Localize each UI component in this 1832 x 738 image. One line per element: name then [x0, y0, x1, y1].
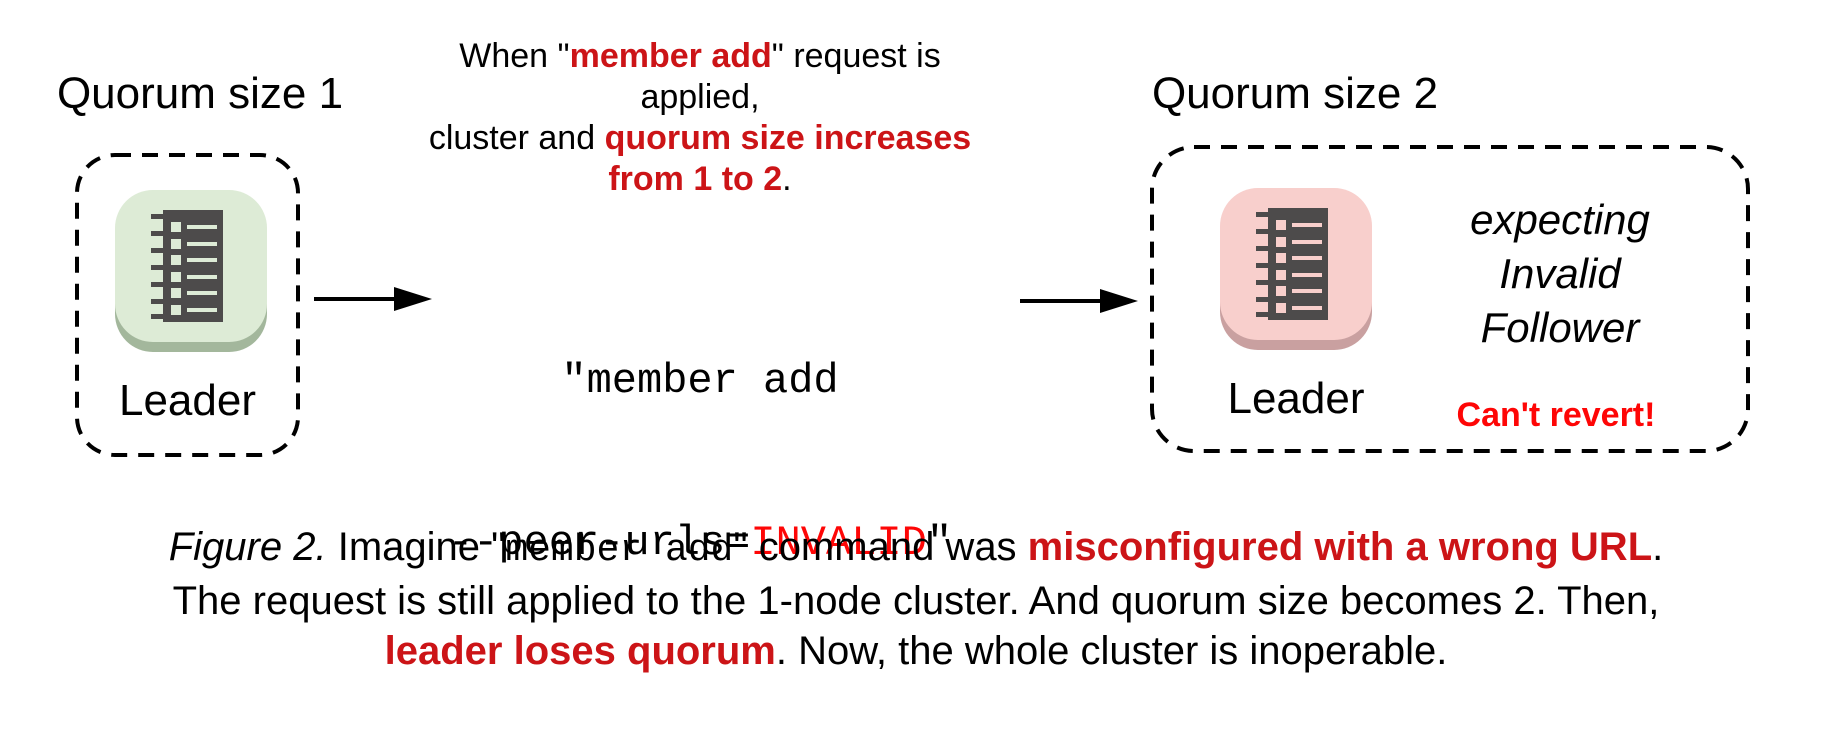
arrow-right-icon — [314, 287, 432, 311]
command-flag: --peer-urls= — [447, 519, 751, 567]
command-line1: "member add — [561, 357, 839, 405]
figure-label: Figure 2. — [168, 525, 327, 569]
transition-note-line3: from 1 to 2. — [400, 159, 1000, 200]
caption-highlight: leader loses quorum — [384, 629, 776, 673]
note-text: cluster and — [428, 119, 605, 157]
note-text: When " — [459, 37, 570, 75]
expecting-line: Invalid — [1499, 250, 1621, 297]
command-invalid-value: INVALID — [750, 519, 927, 567]
figure-caption: Figure 2. Imagine "member add" command w… — [0, 522, 1832, 676]
note-highlight: member add — [569, 37, 772, 75]
note-text: " request is applied, — [640, 37, 941, 116]
caption-text: . — [1652, 525, 1664, 569]
caption-line3: leader loses quorum. Now, the whole clus… — [0, 626, 1832, 676]
note-text: . — [782, 160, 792, 198]
transition-note-line2: cluster and quorum size increases — [400, 118, 1000, 159]
transition-note: When "member add" request is applied, cl… — [400, 36, 1000, 200]
left-leader-label: Leader — [118, 376, 256, 425]
arrow-right-icon — [1020, 289, 1138, 313]
left-quorum-title: Quorum size 1 — [56, 69, 344, 118]
caption-line1: Figure 2. Imagine "member add" command w… — [0, 522, 1832, 576]
expecting-line: expecting — [1470, 196, 1650, 243]
expecting-line: Follower — [1480, 304, 1640, 351]
caption-text: . Now, the whole cluster is inoperable. — [775, 629, 1448, 673]
caption-code: member add — [505, 529, 734, 572]
server-icon — [1220, 188, 1372, 350]
server-icon — [115, 190, 267, 352]
caption-highlight: misconfigured with a wrong URL — [1027, 525, 1653, 569]
right-leader-label: Leader — [1227, 374, 1365, 423]
caption-text: Imagine " — [326, 525, 506, 569]
member-add-command: "member add --peer-urls=INVALID" — [400, 246, 1000, 678]
expecting-follower-note: expecting Invalid Follower — [1450, 193, 1670, 355]
note-highlight: quorum size increases — [604, 119, 972, 157]
transition-note-line1: When "member add" request is applied, — [400, 36, 1000, 118]
dashed-border — [1150, 145, 1750, 453]
left-cluster-box: Leader — [75, 153, 300, 457]
caption-line2: The request is still applied to the 1-no… — [172, 579, 1660, 623]
cant-revert-warning: Can't revert! — [1456, 396, 1656, 434]
right-cluster-box: Leader expecting Invalid Follower Can't … — [1150, 145, 1750, 453]
note-highlight: from 1 to 2 — [608, 160, 783, 198]
right-quorum-title: Quorum size 2 — [1151, 69, 1439, 118]
command-line2: --peer-urls=INVALID" — [400, 516, 1000, 570]
command-quote: " — [926, 519, 953, 567]
caption-text: " command was — [733, 525, 1028, 569]
